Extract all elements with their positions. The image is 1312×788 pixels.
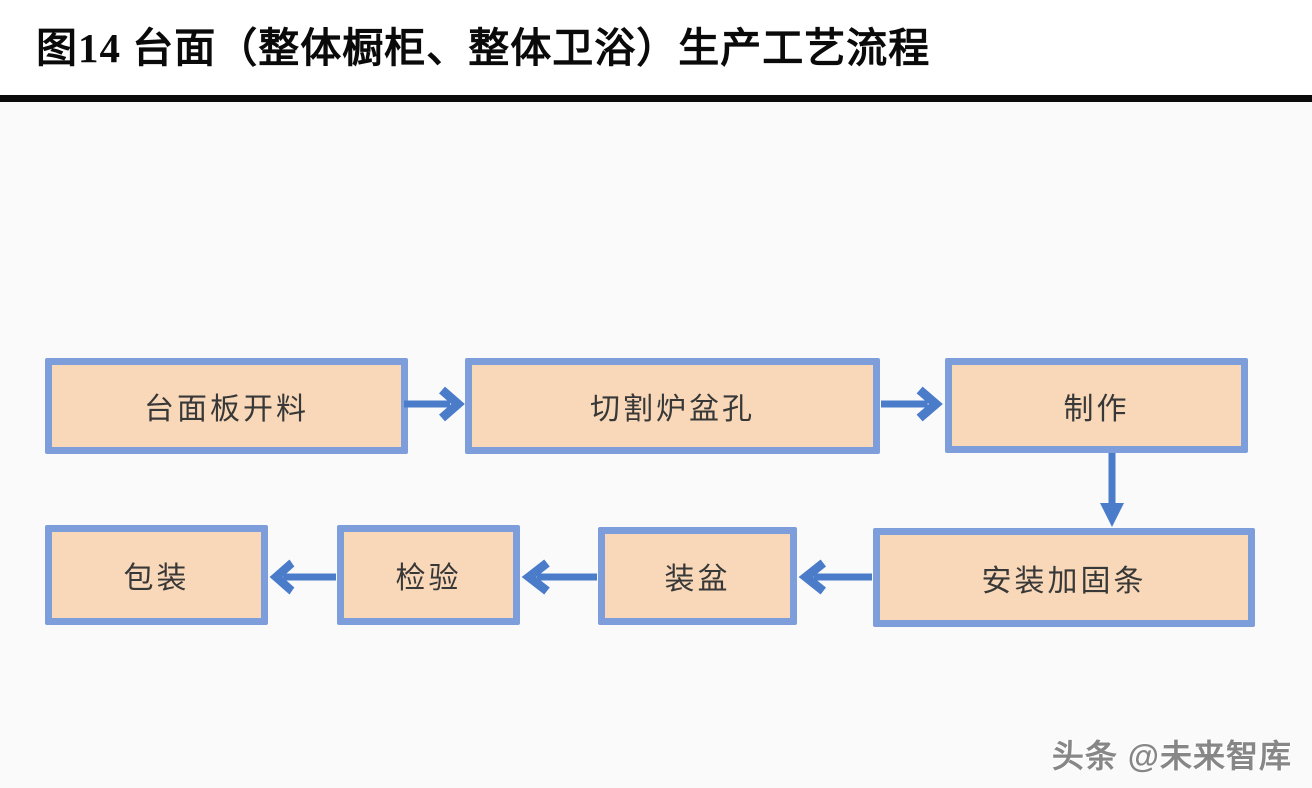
arrow-left-icon	[521, 559, 597, 595]
arrow-left-icon	[798, 559, 872, 595]
arrow-right-icon	[881, 386, 943, 422]
flow-node-inspection: 检验	[337, 525, 520, 625]
flow-node-install-basin: 装盆	[598, 527, 797, 625]
watermark: 头条 @未来智库	[1051, 738, 1292, 774]
arrow-down-icon	[1100, 453, 1124, 527]
title-divider	[0, 95, 1312, 102]
flow-node-label: 装盆	[664, 563, 731, 596]
arrow-right-icon	[404, 386, 465, 422]
flow-node-label: 台面板开料	[144, 393, 309, 426]
flow-node-label: 包装	[123, 562, 190, 595]
flow-node-countertop-cutting: 台面板开料	[45, 358, 408, 454]
flow-node-fabrication: 制作	[945, 358, 1248, 453]
flow-node-label: 安装加固条	[981, 564, 1147, 598]
flow-node-packaging: 包装	[45, 525, 268, 625]
flow-node-label: 切割炉盆孔	[590, 393, 755, 426]
flow-node-label: 检验	[395, 562, 462, 595]
figure-title: 图14 台面（整体橱柜、整体卫浴）生产工艺流程	[36, 25, 931, 71]
arrow-left-icon	[269, 559, 336, 595]
flow-node-basin-hole-cutting: 切割炉盆孔	[465, 358, 880, 454]
flow-node-label: 制作	[1063, 392, 1130, 426]
flow-node-install-reinforcement-strip: 安装加固条	[873, 528, 1255, 627]
